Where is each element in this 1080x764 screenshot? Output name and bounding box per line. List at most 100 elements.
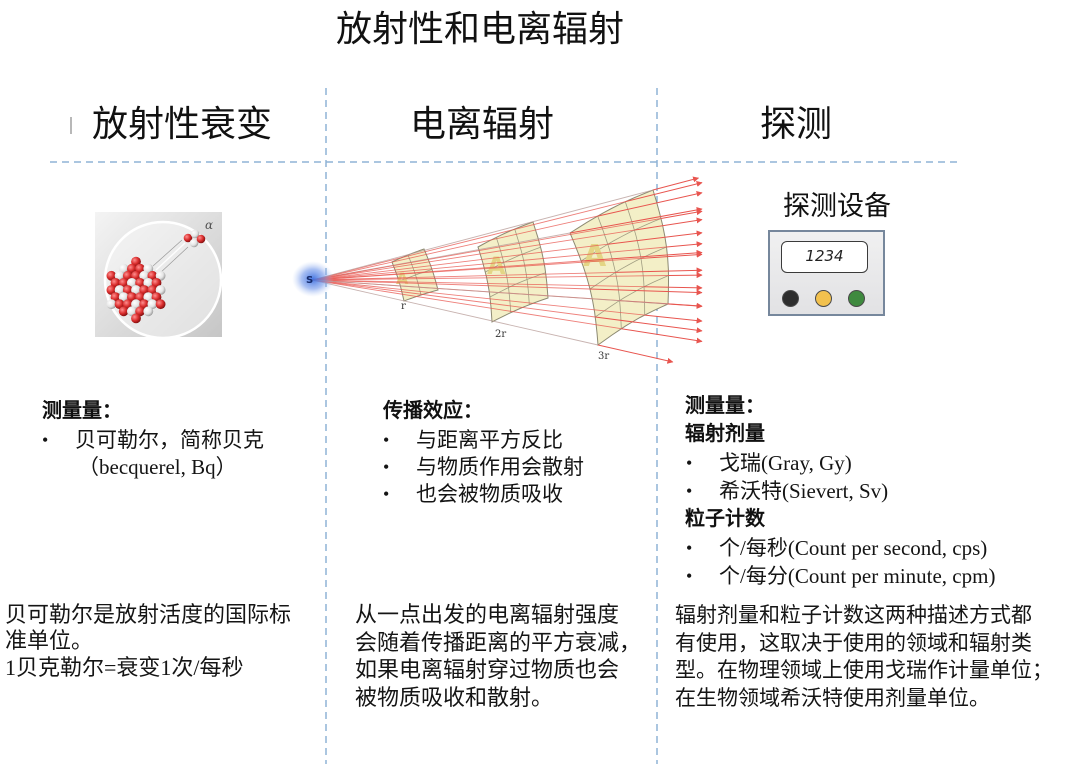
dose-group-title: 辐射剂量 <box>685 421 765 445</box>
ionizing-paragraph-line-2: 会随着传播距离的平方衰减， <box>355 630 642 655</box>
bullet-text: 个/每秒(Count per second, cps) <box>719 536 988 560</box>
bullet-dot: • <box>383 430 390 450</box>
radiation-ray <box>311 279 599 346</box>
proton <box>126 263 137 274</box>
neutron <box>143 292 154 302</box>
radiation-arrow <box>621 328 703 344</box>
decay-paragraph-line-2: 准单位。 <box>5 628 94 653</box>
proton <box>139 299 150 310</box>
ionizing-paragraph-line-4: 被物质吸收和散射。 <box>355 685 554 710</box>
neutron <box>126 306 137 317</box>
decay-measure-label: 测量量： <box>42 398 122 422</box>
proton <box>122 270 133 281</box>
proton <box>110 292 121 302</box>
neutron <box>114 285 125 295</box>
detector-display: 1234 <box>781 241 868 273</box>
wavefront-panels <box>391 189 670 346</box>
proton <box>151 278 162 288</box>
radiation-ray <box>311 229 635 281</box>
proton <box>147 285 158 295</box>
proton <box>155 299 166 310</box>
radiation-ray <box>311 246 667 281</box>
proton <box>122 285 133 295</box>
proton <box>135 292 146 302</box>
neutron <box>143 306 154 317</box>
decay-trail <box>152 239 189 275</box>
radiation-ray <box>311 243 608 281</box>
neutron <box>143 278 154 288</box>
alpha-proton <box>183 233 193 243</box>
proton <box>118 278 129 288</box>
radiation-arrow <box>667 302 703 309</box>
ionizing-paragraph-line-3: 如果电离辐射穿过物质也会 <box>355 657 620 682</box>
ionizing-bullet-3: • 也会被物质吸收 <box>383 481 643 507</box>
bullet-dot: • <box>686 481 693 501</box>
radiation-ray <box>311 279 645 288</box>
alpha-proton <box>196 234 206 244</box>
bullet-dot: • <box>686 566 693 586</box>
ionizing-effect-label: 传播效应： <box>383 398 483 422</box>
radiation-ray <box>311 275 669 281</box>
ionizing-bullet-2: • 与物质作用会散射 <box>383 454 643 480</box>
detection-paragraph-line-3: 型。在物理领域上使用戈瑞作计量单位； <box>675 658 1053 682</box>
decay-paragraph-line-1: 贝可勒尔是放射活度的国际标 <box>5 602 292 627</box>
distance-label-r: r <box>401 301 406 312</box>
bullet-text: 与物质作用会散射 <box>416 455 584 479</box>
proton <box>147 270 158 281</box>
panel-grid-line <box>589 246 667 290</box>
device-title: 探测设备 <box>783 191 891 222</box>
neutron <box>155 285 166 295</box>
radiation-ray <box>311 271 616 281</box>
radiation-arrow <box>569 207 703 234</box>
count-group-title: 粒子计数 <box>685 506 765 530</box>
bullet-text: 与距离平方反比 <box>416 428 563 452</box>
radiation-arrow <box>589 288 703 296</box>
nucleus-decay-figure: α <box>95 212 223 340</box>
count-bullet-1: • 个/每秒(Count per second, cps) <box>686 535 1066 561</box>
proton <box>139 285 150 295</box>
neutron <box>118 263 129 274</box>
page-title: 放射性和电离辐射 <box>336 9 625 50</box>
neutron <box>131 285 141 295</box>
panel-area-label-3: A <box>583 239 607 274</box>
radiation-ray <box>311 279 596 318</box>
radiation-ray <box>311 279 645 316</box>
neutron <box>143 263 154 274</box>
panel-grid-line <box>594 275 669 318</box>
proton <box>118 306 129 317</box>
radiation-arrow <box>615 267 703 274</box>
nucleus <box>106 256 166 324</box>
radiation-arrow <box>660 209 703 219</box>
ionizing-bullet-1: • 与距离平方反比 <box>383 427 643 453</box>
radiation-ray <box>311 257 642 281</box>
proton <box>106 270 117 281</box>
radiation-ray <box>311 279 622 330</box>
radiation-ray <box>311 215 598 281</box>
inverse-square-cone-figure: A A A S r 2r 3r <box>292 176 703 364</box>
panel-grid-line <box>580 218 662 262</box>
radiation-arrow <box>625 180 703 203</box>
radiation-arrow <box>644 314 703 324</box>
bullet-dot: • <box>383 484 390 504</box>
neutron <box>139 270 150 281</box>
neutron <box>155 270 166 281</box>
decay-bullet-note: （becquerel, Bq） <box>78 455 237 479</box>
display-reading: 1234 <box>805 247 844 265</box>
neutron <box>106 299 117 310</box>
bullet-text: 也会被物质吸收 <box>416 482 563 506</box>
header-marker <box>70 117 72 134</box>
bullet-text: 戈瑞(Gray, Gy) <box>719 451 852 475</box>
radiation-ray <box>311 189 654 281</box>
dose-bullet-2: • 希沃特(Sievert, Sv) <box>686 478 1066 504</box>
radiation-arrow <box>652 176 700 191</box>
bullet-dot: • <box>686 538 693 558</box>
distance-label-3r: 3r <box>598 351 609 362</box>
bullet-text: 希沃特(Sievert, Sv) <box>719 479 889 503</box>
radiation-arrow <box>634 217 703 231</box>
detector-button-dark <box>781 289 799 307</box>
detector-device: 1234 <box>768 230 885 316</box>
radiation-ray <box>311 201 626 281</box>
radiation-arrow <box>597 344 674 364</box>
detection-paragraph-line-1: 辐射剂量和粒子计数这两种描述方式都 <box>675 603 1032 627</box>
